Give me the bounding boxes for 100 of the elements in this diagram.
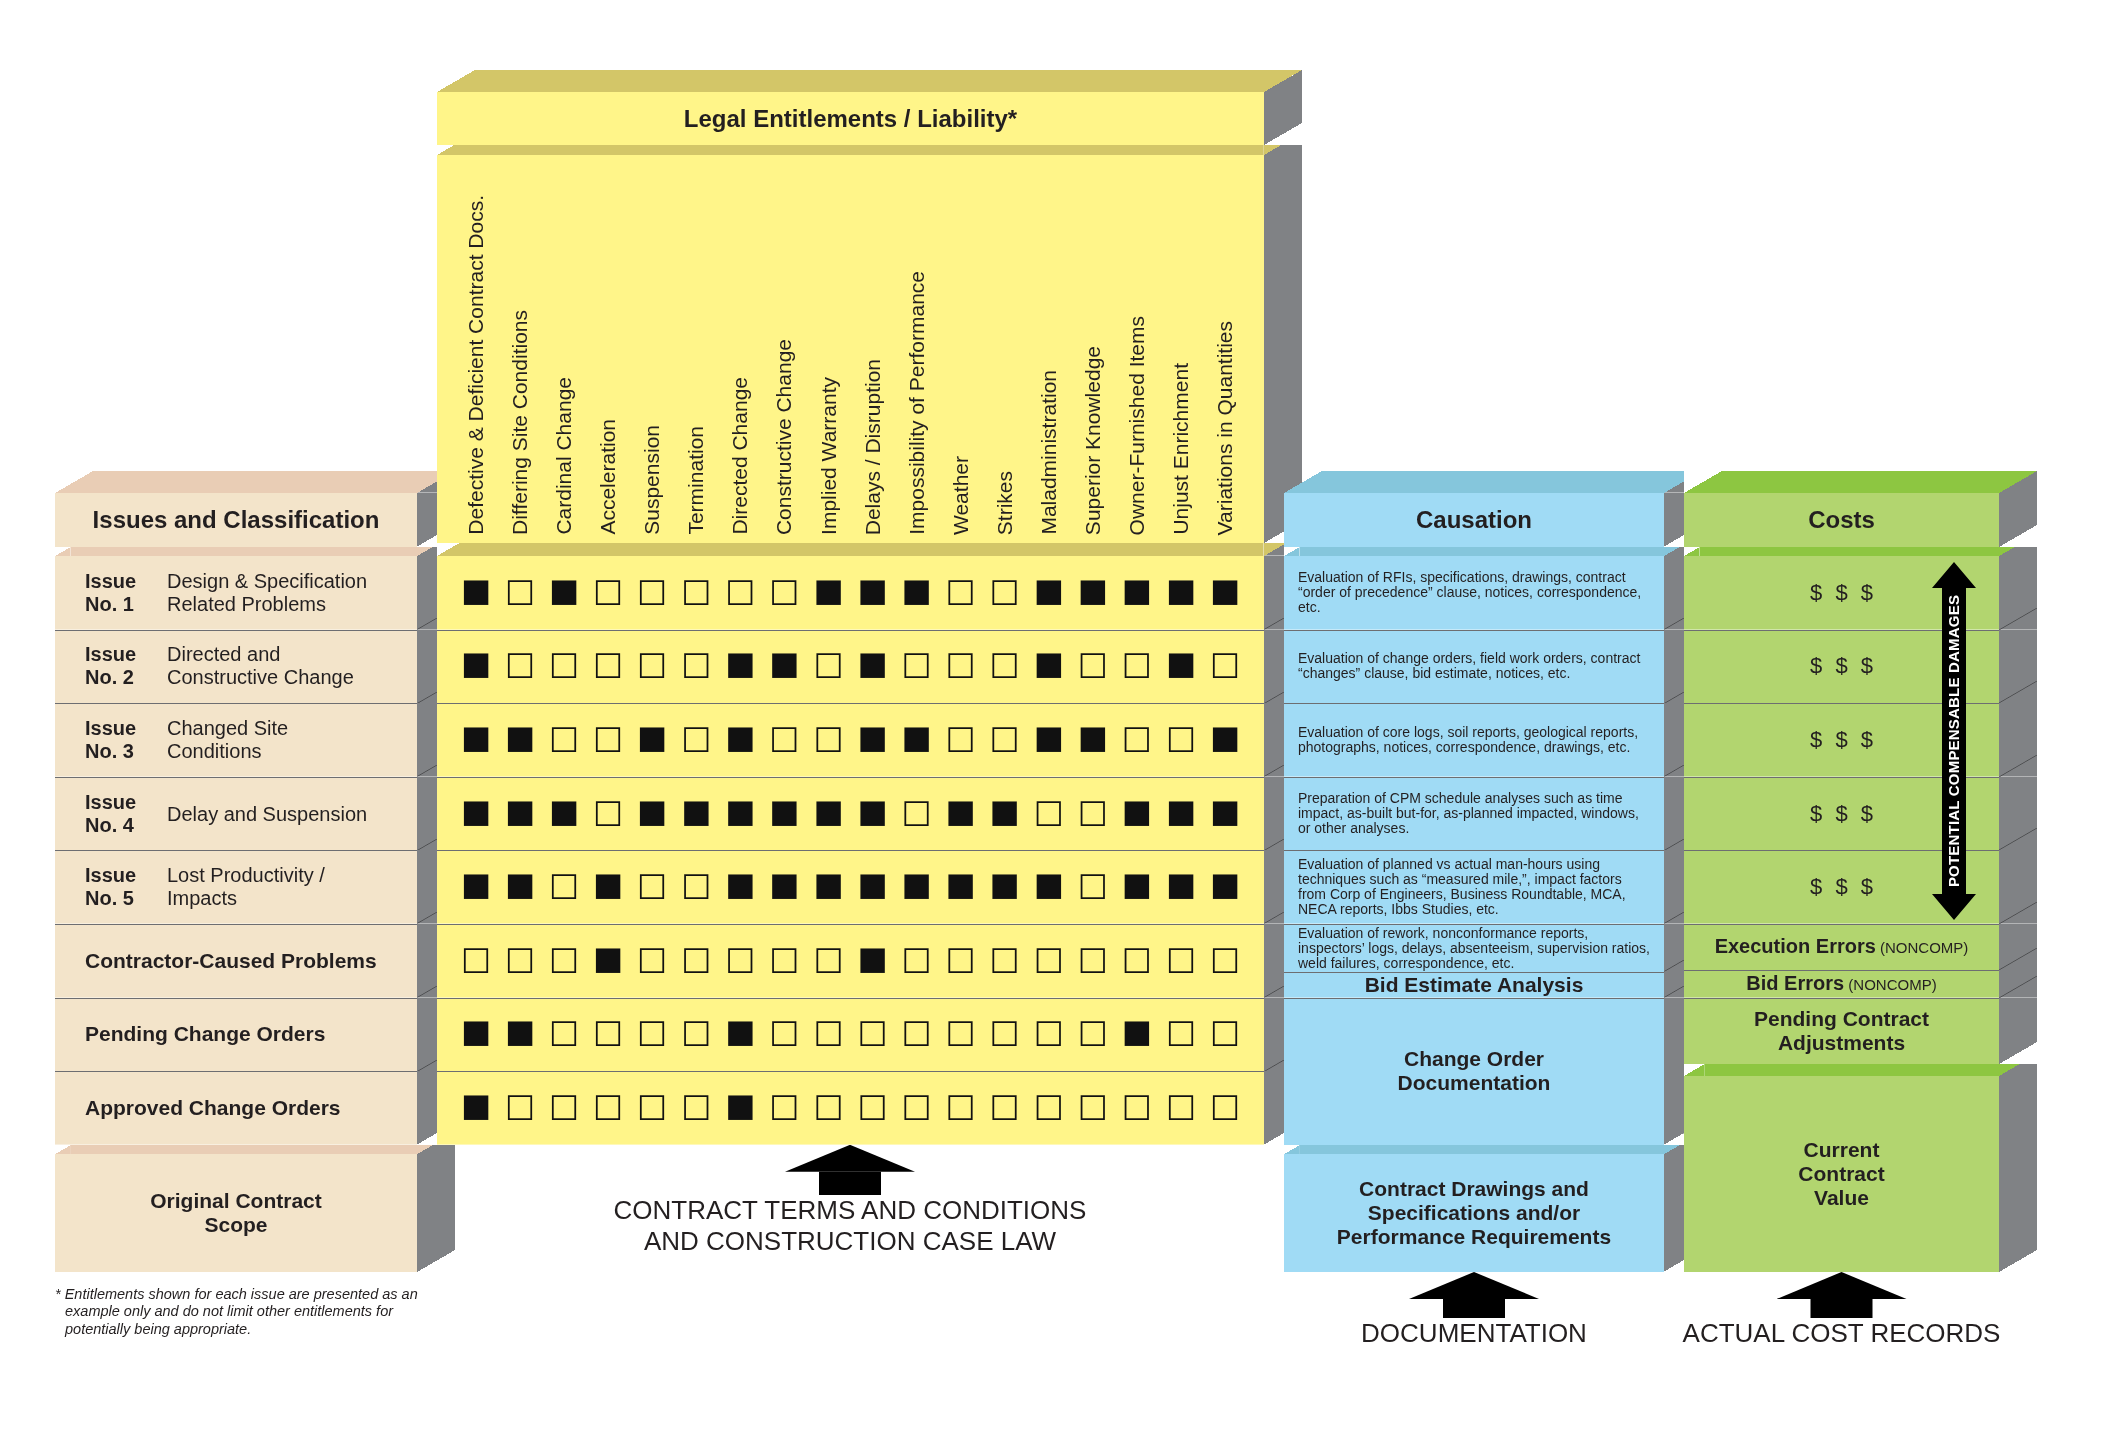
column-heading: Suspension	[639, 425, 665, 535]
causation-text: Evaluation of rework, nonconformance reports, inspectors’ logs, delays, absenteeism, supervision ratios, weld failures, correspondence, etc.	[1298, 925, 1651, 971]
issue-number: Issue No. 5	[85, 864, 138, 911]
issue-title: Pending Change Orders	[85, 1022, 326, 1047]
entitlement-mark: ■	[860, 651, 885, 676]
issue-title: Directed and Constructive Change	[167, 643, 355, 690]
causation-band	[1284, 703, 1684, 777]
entitlement-mark: □	[1169, 1019, 1193, 1044]
arrow	[1776, 1272, 1907, 1318]
issue-title: Delay and Suspension	[167, 802, 369, 826]
column-heading: Delays / Disruption	[859, 358, 885, 535]
entitlement-mark: □	[684, 651, 709, 676]
cost-band	[1684, 924, 2037, 970]
matrix-row	[437, 924, 1284, 998]
entitlement-mark: ■	[508, 1019, 533, 1044]
header-block	[437, 70, 1302, 145]
band-title: Bid Estimate Analysis	[1364, 972, 1584, 997]
entitlement-mark: □	[904, 651, 929, 676]
entitlement-mark: □	[992, 651, 1017, 676]
entitlement-mark: □	[1080, 651, 1105, 676]
band-title: Bid Errors (NONCOMP)	[1746, 971, 1937, 996]
column-heading: Implied Warranty	[815, 377, 841, 535]
causation-band	[1284, 547, 1684, 630]
dollar-amount: $ $ $	[1810, 801, 1873, 826]
causation-text: Evaluation of core logs, soil reports, geological reports, photographs, notices, correspondence, drawings, etc.	[1298, 725, 1640, 755]
matrix-row	[437, 850, 1284, 924]
entitlement-mark: ■	[728, 1019, 753, 1044]
entitlement-mark: □	[948, 1019, 973, 1044]
cost-block	[1684, 1064, 2037, 1272]
documentation-block	[1284, 1144, 1684, 1272]
issue-band	[55, 997, 437, 1072]
entitlement-mark: □	[596, 651, 621, 676]
column-heading: Constructive Change	[771, 338, 797, 535]
causation-band	[1284, 997, 1684, 1145]
entitlement-mark: □	[640, 651, 665, 676]
entitlement-mark: □	[772, 1019, 797, 1044]
entitlement-mark: □	[596, 1019, 621, 1044]
issue-title: Lost Productivity / Impacts	[167, 864, 326, 911]
block-title: Contract Drawings and Specifications and/or Performance Requirements	[1335, 1176, 1613, 1250]
matrix-row	[437, 629, 1284, 704]
column-heading: Impossibility of Performance	[903, 271, 929, 535]
arrow	[1409, 1272, 1539, 1318]
entitlement-mark: □	[684, 1019, 709, 1044]
issue-title: Contractor-Caused Problems	[85, 948, 377, 973]
issue-title: Design & Specification Related Problems	[167, 569, 369, 616]
column-heading: Acceleration	[595, 419, 621, 535]
issue-number: Issue No. 1	[85, 569, 138, 616]
matrix-row	[437, 776, 1284, 851]
issue-title: Changed Site Conditions	[167, 717, 290, 763]
arrow-label: POTENTIAL COMPENSABLE DAMAGES	[1945, 594, 1963, 888]
causation-band	[1284, 629, 1684, 704]
source-label: DOCUMENTATION	[1361, 1318, 1587, 1350]
column-heading: Superior Knowledge	[1079, 345, 1105, 535]
issue-band	[55, 776, 437, 851]
block-title: Current Contract Value	[1797, 1137, 1886, 1211]
entitlement-mark: □	[860, 1019, 885, 1044]
issue-band	[55, 850, 437, 924]
column-heading: Variations in Quantities	[1212, 320, 1237, 535]
entitlement-mark: □	[552, 651, 577, 676]
column-heading: Termination	[683, 426, 709, 535]
entitlement-mark: ■	[728, 651, 753, 676]
entitlement-mark: ■	[1124, 1019, 1149, 1044]
heading: Causation	[1416, 506, 1532, 534]
column-heading: Unjust Enrichment	[1168, 363, 1193, 535]
column-heading: Defective & Deficient Contract Docs.	[463, 195, 488, 535]
causation-band	[1284, 776, 1684, 851]
entitlement-mark: ■	[772, 651, 797, 676]
matrix-row	[437, 543, 1284, 630]
heading: Issues and Classification	[92, 506, 380, 534]
causation-band	[1284, 850, 1684, 924]
column-heading: Directed Change	[727, 377, 753, 535]
dollar-amount: $ $ $	[1810, 654, 1873, 679]
issue-number: Issue No. 2	[85, 643, 138, 690]
entitlement-mark: □	[816, 1019, 841, 1044]
dollar-amount: $ $ $	[1810, 727, 1873, 753]
entitlement-mark: □	[640, 1019, 665, 1044]
column-heading-panel	[437, 145, 1302, 543]
causation-text: Evaluation of change orders, field work orders, contract “changes” clause, bid estimate, notices, etc.	[1298, 651, 1642, 682]
entitlement-mark: ■	[464, 1019, 488, 1044]
issue-title: Approved Change Orders	[85, 1095, 341, 1121]
entitlement-mark: □	[1213, 1019, 1237, 1044]
causation-text: Preparation of CPM schedule analyses such as time impact, as-built but-for, as-planned impacted, windows, or other analyses.	[1298, 791, 1640, 837]
column-heading: Maladministration	[1035, 370, 1061, 535]
matrix-row	[437, 703, 1284, 777]
causation-text: Evaluation of RFIs, specifications, drawings, contract “order of precedence” clause, notices, correspondence, etc.	[1298, 570, 1643, 616]
entitlement-mark: □	[508, 651, 533, 676]
header-block	[1684, 471, 2037, 547]
matrix-row	[437, 997, 1284, 1072]
issue-band	[55, 924, 437, 998]
issue-band	[55, 629, 437, 704]
entitlement-mark: ■	[464, 651, 488, 676]
entitlement-mark: □	[816, 651, 841, 676]
block-title: Original Contract Scope	[149, 1188, 323, 1238]
entitlement-mark: □	[1213, 651, 1237, 676]
column-heading: Cardinal Change	[551, 377, 577, 535]
header-block	[55, 471, 437, 547]
band-title: Change Order Documentation	[1396, 1047, 1552, 1096]
entitlement-mark: □	[992, 1019, 1017, 1044]
causation-band	[1284, 972, 1684, 998]
heading: Legal Entitlements / Liability*	[683, 104, 1018, 133]
